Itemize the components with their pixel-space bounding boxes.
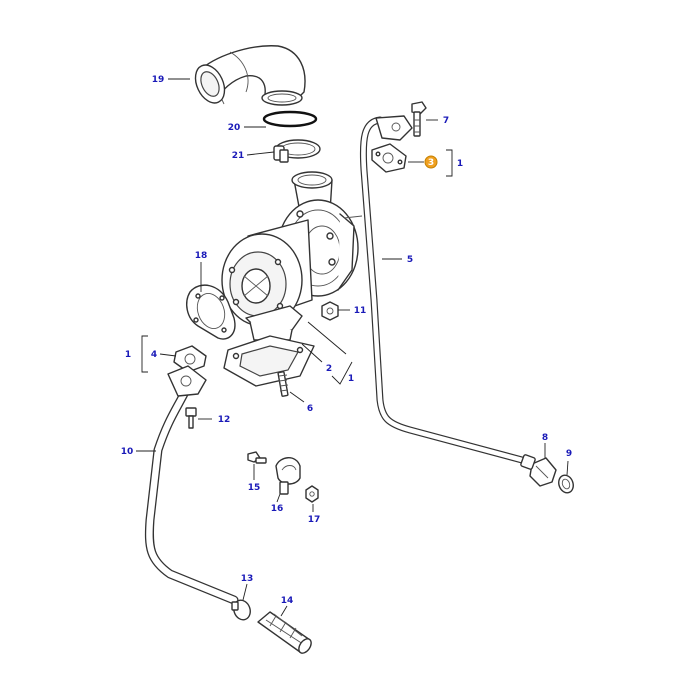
callout-11[interactable]: 11 (354, 306, 367, 316)
callout-18[interactable]: 18 (195, 251, 208, 261)
o-ring (262, 110, 318, 128)
banjo-bolt (411, 101, 427, 137)
pipe-adapter (520, 454, 557, 487)
oil-return-pipe (144, 365, 239, 605)
oil-feed-pipe (343, 115, 526, 464)
hex-nut (321, 301, 339, 321)
callout-14[interactable]: 14 (281, 596, 294, 606)
flange-gasket (186, 284, 236, 340)
callout-20[interactable]: 20 (228, 123, 241, 133)
turbine-flange-plate (223, 335, 315, 387)
callout-12[interactable]: 12 (218, 415, 231, 425)
callout-21[interactable]: 21 (232, 151, 245, 161)
bracket-nut (305, 485, 319, 503)
callout-9[interactable]: 9 (566, 449, 572, 459)
callout-15[interactable]: 15 (248, 483, 261, 493)
turbocharger (221, 199, 359, 341)
bracket-bolt (247, 451, 267, 464)
callout-19[interactable]: 19 (152, 75, 165, 85)
callout-17[interactable]: 17 (308, 515, 321, 525)
pipe-bracket (275, 457, 301, 495)
rubber-hose (257, 611, 312, 654)
callout-3[interactable]: 3 (428, 158, 434, 168)
callout-1-top[interactable]: 1 (457, 159, 463, 169)
callout-16[interactable]: 16 (271, 504, 284, 514)
hose-clamp-small (231, 599, 251, 621)
callout-6[interactable]: 6 (307, 404, 313, 414)
callout-1-mid[interactable]: 1 (348, 374, 354, 384)
callout-8[interactable]: 8 (542, 433, 548, 443)
callout-10[interactable]: 10 (121, 447, 134, 457)
stud-bolt (277, 371, 289, 397)
callout-5[interactable]: 5 (407, 255, 413, 265)
oil-return-gasket (173, 345, 207, 373)
oil-feed-gasket (371, 143, 407, 173)
hose-clamp (273, 139, 321, 163)
callout-2[interactable]: 2 (326, 364, 332, 374)
return-pipe-bolt (185, 407, 197, 429)
callout-7[interactable]: 7 (443, 116, 449, 126)
leader-lines (136, 78, 569, 617)
callout-3-highlight (424, 155, 438, 169)
callout-1-left[interactable]: 1 (125, 350, 131, 360)
callout-13[interactable]: 13 (241, 574, 254, 584)
elbow-pipe (194, 45, 306, 106)
sealing-ring (558, 474, 574, 494)
callout-4[interactable]: 4 (151, 350, 157, 360)
